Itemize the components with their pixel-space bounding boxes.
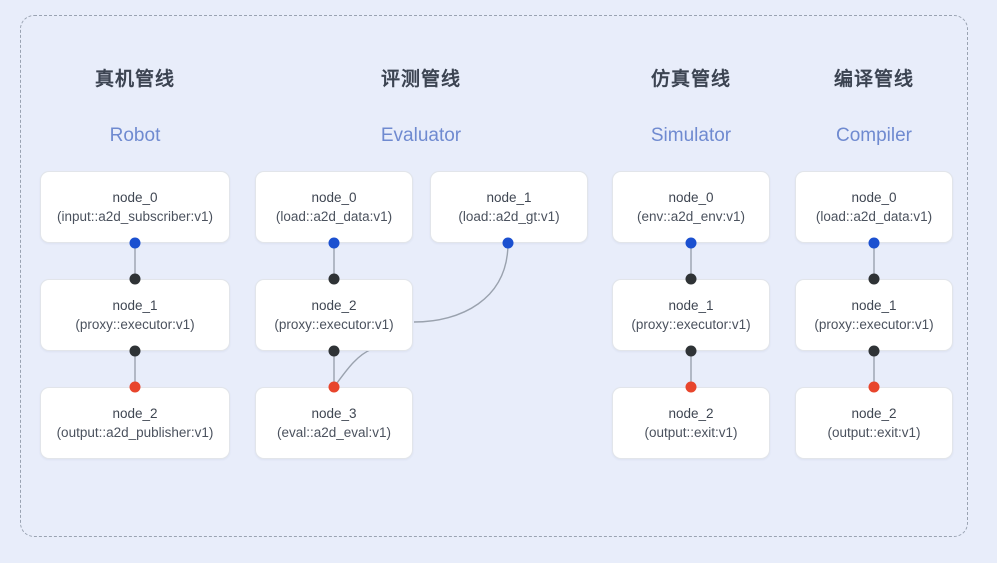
node-name: node_0 <box>311 190 357 205</box>
node-spec: (input::a2d_subscriber:v1) <box>56 209 214 224</box>
node-spec: (load::a2d_data:v1) <box>815 209 933 224</box>
port-dot-out-evaluator-2 <box>328 345 340 357</box>
column-title-en-simulator: Simulator <box>650 125 732 146</box>
column-title-en-robot: Robot <box>109 125 161 146</box>
port-dot-in-robot-1 <box>129 273 141 285</box>
port-dot-out-simulator-1 <box>685 345 697 357</box>
port-dot-in-simulator-1 <box>685 273 697 285</box>
port-dot-end-evaluator <box>328 381 340 393</box>
column-title-cn-robot: 真机管线 <box>94 69 175 90</box>
node-spec: (output::exit:v1) <box>827 425 921 440</box>
port-dot-end-compiler <box>868 381 880 393</box>
node-compiler-2[interactable]: node_2 (output::exit:v1) <box>795 387 953 459</box>
port-dot-out-robot-1 <box>129 345 141 357</box>
port-dot-end-simulator <box>685 381 697 393</box>
node-name: node_1 <box>668 298 714 313</box>
node-name: node_0 <box>112 190 158 205</box>
node-spec: (env::a2d_env:v1) <box>636 209 746 224</box>
port-dot-out-compiler-1 <box>868 345 880 357</box>
column-title-cn-compiler: 编译管线 <box>833 69 914 90</box>
node-simulator-0[interactable]: node_0 (env::a2d_env:v1) <box>612 171 770 243</box>
node-spec: (load::a2d_gt:v1) <box>458 209 560 224</box>
node-robot-1[interactable]: node_1 (proxy::executor:v1) <box>40 279 230 351</box>
node-spec: (output::a2d_publisher:v1) <box>56 425 214 440</box>
node-name: node_0 <box>668 190 714 205</box>
port-dot-end-robot <box>129 381 141 393</box>
node-spec: (load::a2d_data:v1) <box>275 209 393 224</box>
node-name: node_2 <box>112 406 158 421</box>
node-name: node_2 <box>311 298 357 313</box>
node-name: node_3 <box>311 406 357 421</box>
node-spec: (output::exit:v1) <box>644 425 738 440</box>
node-spec: (proxy::executor:v1) <box>75 317 195 332</box>
node-name: node_1 <box>851 298 897 313</box>
port-dot-start-evaluator-data <box>328 237 340 249</box>
node-simulator-2[interactable]: node_2 (output::exit:v1) <box>612 387 770 459</box>
edge-eval-gt-to-executor <box>413 242 509 323</box>
node-compiler-0[interactable]: node_0 (load::a2d_data:v1) <box>795 171 953 243</box>
node-compiler-1[interactable]: node_1 (proxy::executor:v1) <box>795 279 953 351</box>
node-robot-2[interactable]: node_2 (output::a2d_publisher:v1) <box>40 387 230 459</box>
column-title-en-compiler: Compiler <box>835 125 913 146</box>
port-dot-start-evaluator-gt <box>502 237 514 249</box>
node-simulator-1[interactable]: node_1 (proxy::executor:v1) <box>612 279 770 351</box>
node-name: node_1 <box>112 298 158 313</box>
node-evaluator-2[interactable]: node_2 (proxy::executor:v1) <box>255 279 413 351</box>
port-dot-start-robot <box>129 237 141 249</box>
port-dot-in-compiler-1 <box>868 273 880 285</box>
column-title-en-evaluator: Evaluator <box>380 125 462 146</box>
node-name: node_2 <box>668 406 714 421</box>
node-spec: (proxy::executor:v1) <box>631 317 751 332</box>
node-spec: (eval::a2d_eval:v1) <box>276 425 392 440</box>
node-name: node_0 <box>851 190 897 205</box>
node-name: node_2 <box>851 406 897 421</box>
node-evaluator-1[interactable]: node_1 (load::a2d_gt:v1) <box>430 171 588 243</box>
column-title-cn-evaluator: 评测管线 <box>380 69 461 90</box>
edge-eval-executor-to-eval <box>333 348 373 388</box>
node-name: node_1 <box>486 190 532 205</box>
port-dot-start-simulator <box>685 237 697 249</box>
node-evaluator-0[interactable]: node_0 (load::a2d_data:v1) <box>255 171 413 243</box>
node-robot-0[interactable]: node_0 (input::a2d_subscriber:v1) <box>40 171 230 243</box>
port-dot-in-evaluator-2 <box>328 273 340 285</box>
node-spec: (proxy::executor:v1) <box>274 317 394 332</box>
node-evaluator-3[interactable]: node_3 (eval::a2d_eval:v1) <box>255 387 413 459</box>
node-spec: (proxy::executor:v1) <box>814 317 934 332</box>
column-title-cn-simulator: 仿真管线 <box>650 69 731 90</box>
port-dot-start-compiler <box>868 237 880 249</box>
